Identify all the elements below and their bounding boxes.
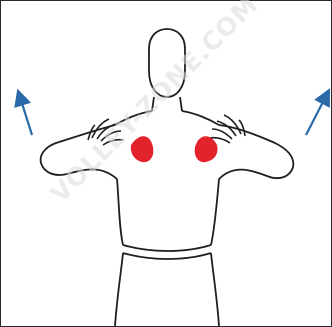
- torso-outline: [115, 111, 219, 251]
- left-pectoral-highlight: [131, 136, 154, 162]
- left-arm-outline: [41, 125, 117, 179]
- pants-outline: [115, 253, 219, 326]
- right-pectoral-highlight: [195, 136, 218, 162]
- head-outline: [149, 29, 185, 97]
- right-arm-outline: [219, 125, 293, 179]
- arrow-up-right-icon: [306, 96, 326, 135]
- arrow-up-left-icon: [20, 97, 32, 135]
- neck-outline: [152, 97, 182, 111]
